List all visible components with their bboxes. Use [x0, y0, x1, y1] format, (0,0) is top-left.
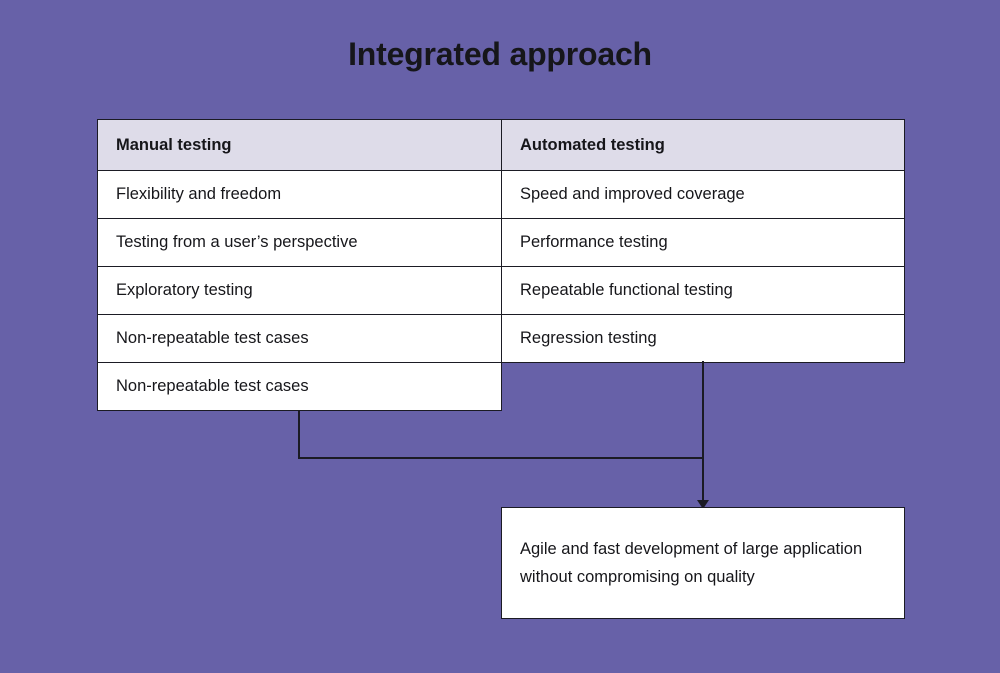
table-row: Exploratory testing Repeatable functiona… [97, 266, 905, 315]
table-row: Flexibility and freedom Speed and improv… [97, 170, 905, 219]
table-header-automated: Automated testing [501, 119, 905, 171]
connector-horizontal [298, 457, 704, 459]
table-header-manual: Manual testing [97, 119, 502, 171]
connector-left-vertical [298, 410, 300, 459]
table-row: Non-repeatable test cases Regression tes… [97, 314, 905, 363]
outcome-text: Agile and fast development of large appl… [520, 540, 863, 586]
table-header-row: Manual testing Automated testing [97, 119, 905, 171]
cell-automated-2: Performance testing [501, 218, 905, 267]
connector-right-vertical [702, 361, 704, 507]
cell-manual-1: Flexibility and freedom [97, 170, 502, 219]
table-row: Non-repeatable test cases [97, 362, 905, 411]
cell-manual-5: Non-repeatable test cases [97, 362, 502, 411]
page-title: Integrated approach [348, 36, 652, 72]
cell-manual-2: Testing from a user’s perspective [97, 218, 502, 267]
cell-manual-3: Exploratory testing [97, 266, 502, 315]
comparison-table: Manual testing Automated testing Flexibi… [97, 119, 905, 411]
cell-automated-3: Repeatable functional testing [501, 266, 905, 315]
table-row: Testing from a user’s perspective Perfor… [97, 218, 905, 267]
cell-manual-4: Non-repeatable test cases [97, 314, 502, 363]
cell-automated-1: Speed and improved coverage [501, 170, 905, 219]
outcome-box: Agile and fast development of large appl… [501, 507, 905, 619]
arrow-head-icon [697, 500, 709, 509]
cell-automated-4: Regression testing [501, 314, 905, 363]
